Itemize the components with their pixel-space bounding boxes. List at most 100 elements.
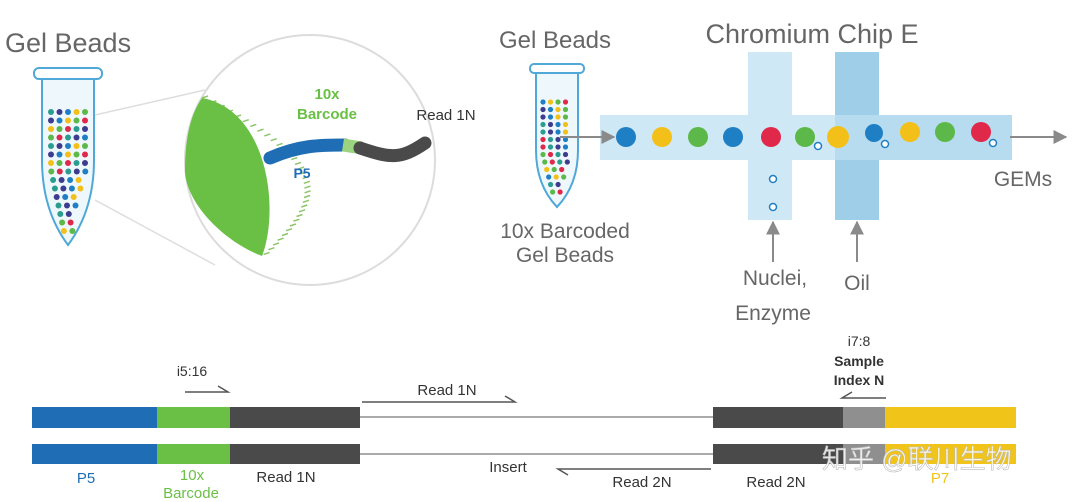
tube-bead [73,126,80,132]
p5-label-left: P5 [293,165,310,181]
tube-bead [562,151,569,158]
gel-beads-title-left: Gel Beads [5,28,131,58]
tube-bead [65,134,71,141]
tube-bead [73,168,80,175]
tube-bead [540,144,546,150]
tube-bead [540,129,546,135]
tube-bead [48,109,54,115]
p5-label-library: P5 [77,470,95,487]
tube-bead [555,99,561,105]
tube-bead [56,117,63,124]
tube-bead [56,143,63,149]
tube-bead [69,228,76,234]
tube-bead [65,168,72,175]
tube-bead [82,126,88,132]
tube-beads-right [540,99,570,195]
barcode-label-line1: 10x [314,86,340,103]
tube-bead [64,202,70,209]
tube-bead [82,134,88,141]
insert-label: Insert [489,459,527,476]
tube-bead [562,114,569,120]
tube-bead [56,126,63,132]
tube-bead [55,202,62,209]
tube-bead [56,168,63,175]
tube-bead [551,166,557,173]
channel-beads [616,122,998,212]
tube-bead [540,151,546,158]
tube-bead [73,143,80,149]
tube-bead [559,166,565,173]
tube-bead [65,211,72,217]
tube-bead [555,106,561,113]
tube-bead [82,143,88,149]
tube-bead [48,143,54,149]
tube-bead [56,151,63,158]
tube-bead [555,121,561,128]
tube-bead [50,177,57,183]
read1-bottom-label: Read 1N [256,469,315,486]
library-bottom-strand [32,444,1016,464]
nuclei-label-line1: Nuclei, [743,267,807,290]
tube-bead [60,185,67,192]
tube-bead [562,144,569,150]
read1-arrow [362,395,518,403]
tube-bead [549,159,555,165]
oil-label: Oil [844,272,870,295]
tube-bead [59,219,66,226]
tube-bead [562,129,569,135]
read1-oligo-segment [353,136,432,163]
tube-bead [548,181,554,188]
p7-label: P7 [931,470,949,487]
tube-bead [555,114,561,120]
tube-bead [48,126,54,132]
barcode-library-line2: Barcode [163,485,219,502]
tube-bead [75,177,82,183]
tube-bead [65,160,71,166]
barcoded-label-line1: 10x Barcoded [500,220,630,243]
tube-bead [555,181,561,188]
barcode-label-line2: Barcode [297,106,357,123]
tube-bead [557,159,563,165]
tube-bead [56,109,63,115]
tube-bead [67,219,74,226]
tube-bead [65,143,71,149]
barcoded-label-line2: Gel Beads [516,244,614,267]
tube-bead [547,114,554,120]
tube-bead [550,189,556,195]
barcode-library-line1: 10x [180,467,205,484]
tube-bead [72,202,79,209]
tube-bead [540,121,546,128]
tube-bead [65,117,71,124]
tube-bead [56,134,63,141]
nuclei-label-line2: Enzyme [735,302,811,325]
tube-bead [547,106,554,113]
i7-label-line2: Sample [834,353,884,369]
tube-bead [51,185,58,192]
tube-bead [67,177,74,183]
i5-read-arrow [185,385,231,393]
tube-bead [60,228,67,234]
tube-bead [82,168,89,175]
tube-bead [57,211,64,217]
tube-bead [540,136,546,143]
tube-bead [65,151,71,158]
gel-beads-title-right: Gel Beads [499,27,611,54]
tube-bead [547,136,554,143]
gel-bead-closeup [185,95,311,256]
tube-bead [58,177,65,183]
tube-bead [48,117,54,124]
tube-bead [540,99,546,105]
tube-bead [547,144,554,150]
tube-bead [73,117,80,124]
tube-bead [557,189,563,195]
tube-bead [547,151,554,158]
read2-arrow [555,468,711,476]
i7-label-line3: Index N [834,372,885,388]
tube-bead [544,166,550,173]
tube-bead [73,151,80,158]
read1-label-left: Read 1N [416,107,475,124]
tube-bead [48,160,54,166]
tube-bead [48,151,54,158]
zoom-line-bottom [94,199,216,266]
